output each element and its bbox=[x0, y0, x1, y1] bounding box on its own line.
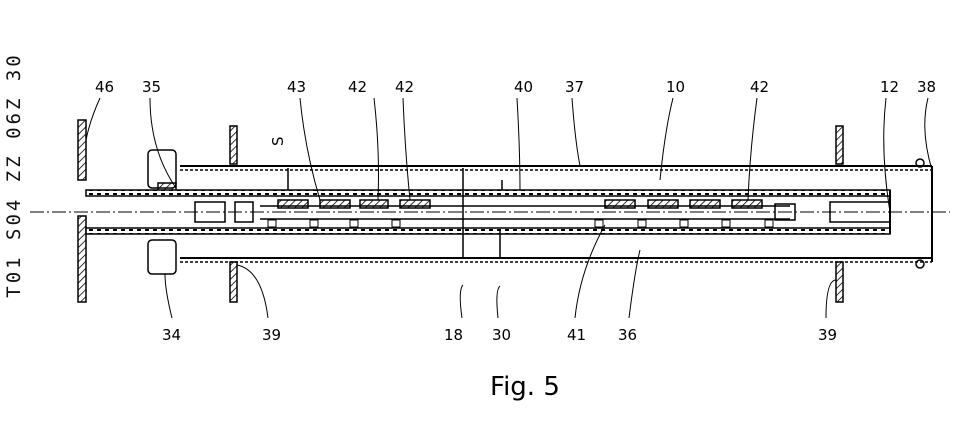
label-34: 34 bbox=[162, 326, 181, 344]
label-39b: 39 bbox=[818, 326, 837, 344]
label-41: 41 bbox=[567, 326, 586, 344]
label-42b: 42 bbox=[395, 78, 414, 96]
label-37: 37 bbox=[565, 78, 584, 96]
label-s: S bbox=[269, 136, 287, 146]
label-12: 12 bbox=[880, 78, 899, 96]
label-42a: 42 bbox=[348, 78, 367, 96]
label-39a: 39 bbox=[262, 326, 281, 344]
label-35: 35 bbox=[142, 78, 161, 96]
label-43: 43 bbox=[287, 78, 306, 96]
figure-caption: Fig. 5 bbox=[490, 372, 560, 402]
label-18: 18 bbox=[444, 326, 463, 344]
label-36: 36 bbox=[618, 326, 637, 344]
label-30: 30 bbox=[492, 326, 511, 344]
label-10: 10 bbox=[666, 78, 685, 96]
label-42c: 42 bbox=[750, 78, 769, 96]
label-40: 40 bbox=[514, 78, 533, 96]
flange-46 bbox=[77, 119, 87, 181]
label-38: 38 bbox=[917, 78, 936, 96]
label-46: 46 bbox=[95, 78, 114, 96]
